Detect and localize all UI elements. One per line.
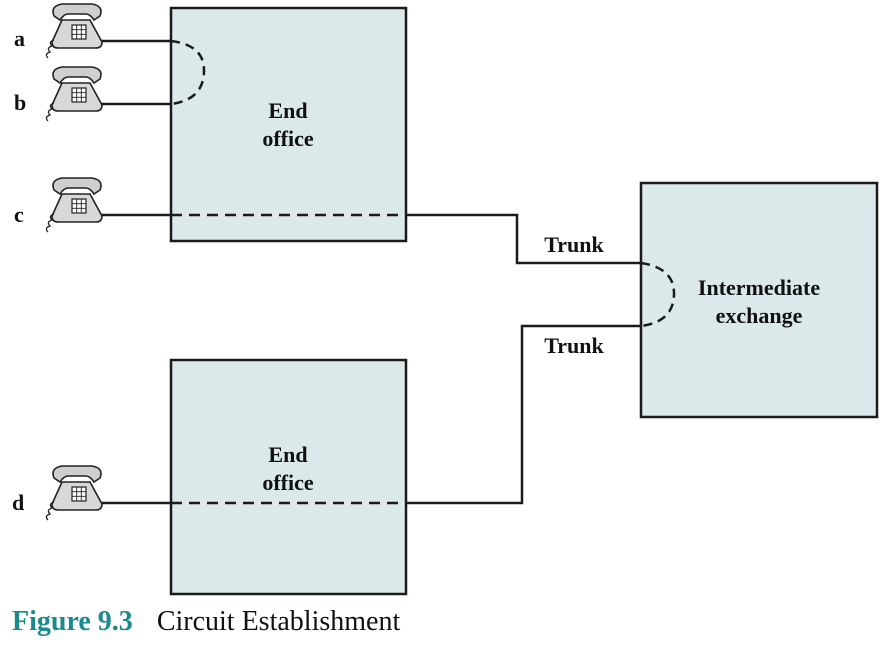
trunk-upper-line — [406, 213, 641, 265]
end-office-bottom-label-line2: office — [262, 470, 314, 495]
subscriber-label-c: c — [14, 202, 24, 227]
figure-number: Figure 9.3 — [12, 606, 133, 637]
end-office-bottom-box — [169, 358, 408, 596]
telephone-icon — [45, 177, 103, 233]
end-office-top-label-line1: End — [268, 98, 307, 123]
connection-a-b — [170, 39, 206, 106]
connection-intermediate — [640, 261, 676, 328]
end-office-top-label-line2: office — [262, 126, 314, 151]
intermediate-label-line2: exchange — [716, 303, 803, 328]
trunk-label-lower: Trunk — [544, 333, 604, 358]
subscriber-label-d: d — [12, 490, 24, 515]
telephone-icon — [45, 3, 103, 59]
figure-title: Circuit Establishment — [156, 606, 401, 637]
end-office-top-box — [169, 6, 408, 243]
figure-caption: Figure 9.3 Circuit Establishment — [12, 606, 400, 638]
end-office-bottom-label-line1: End — [268, 442, 307, 467]
intermediate-exchange-box — [639, 181, 879, 419]
subscriber-label-a: a — [14, 26, 25, 51]
trunk-lower-line — [406, 324, 641, 505]
intermediate-label-line1: Intermediate — [698, 275, 820, 300]
subscriber-label-b: b — [14, 90, 26, 115]
telephone-icon — [45, 465, 103, 521]
trunk-label-upper: Trunk — [544, 232, 604, 257]
telephone-icon — [45, 66, 103, 122]
